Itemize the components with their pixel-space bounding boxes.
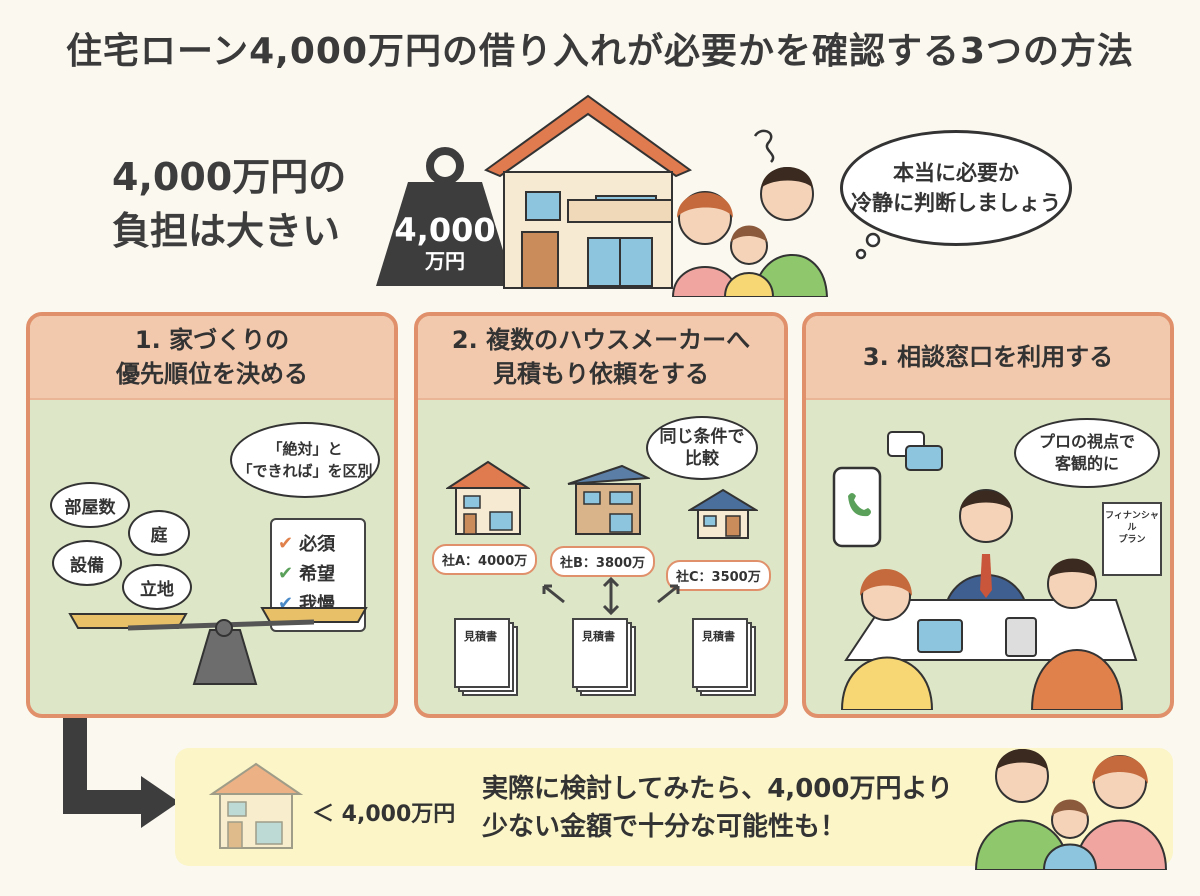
hero-speech-bubble: 本当に必要か 冷静に判断しましょう [840,130,1072,246]
estimates-thought-line2: 比較 [685,449,719,469]
consultation-scene-illustration [840,489,1138,710]
house-illustration [483,94,693,289]
page-title: 住宅ローン4,000万円の借り入れが必要かを確認する3つの方法 [65,31,1135,72]
weight-amount: 4,000 [394,211,496,249]
item-bubble-equipment: 設備 [52,540,122,586]
financial-plan-line1: フィナンシャル [1105,511,1159,533]
hero-speech-line1: 本当に必要か [893,161,1019,185]
panel-consultation-header: 3. 相談窓口を利用する [806,316,1170,400]
worried-family-illustration [671,129,829,297]
item-bubble-garden: 庭 [128,510,190,556]
faded-house-icon [208,762,304,849]
estimates-thought-bubble: 同じ条件で 比較 [646,416,758,480]
priorities-thought-bubble: 「絶対」と 「できれば」を区別 [230,422,380,498]
estimates-thought-line1: 同じ条件で [659,427,745,447]
hero-speech-line2: 冷静に判断しましょう [851,191,1061,215]
consultation-thought-bubble: プロの視点で 客観的に [1014,418,1160,488]
check-icon: ✔ [278,532,294,554]
consultation-thought-line2: 客観的に [1054,454,1119,473]
house-b-icon [567,464,650,535]
company-b-tag: 社B：3800万 [550,546,656,577]
priorities-thought-line2: 「できれば」を区別 [237,462,373,480]
hero-headline: 4,000万円の 負担は大きい [112,150,346,258]
panel-priorities-header: 1. 家づくりの 優先順位を決める [30,316,394,400]
balance-scale-icon [68,607,368,685]
checklist-item-required: ✔ 必須 [278,528,358,558]
weight-icon [376,147,514,286]
house-a-icon [446,460,530,535]
panel-priorities-title-line2: 優先順位を決める [116,360,308,388]
item-bubble-rooms: 部屋数 [50,482,130,528]
panel-priorities: 1. 家づくりの 優先順位を決める 「絶対」と 「できれば」を区別 部屋数 庭 … [26,312,398,718]
panel-estimates-header: 2. 複数のハウスメーカーへ 見積もり依頼をする [418,316,784,400]
panel-priorities-title-line1: 1. 家づくりの [134,326,290,354]
happy-family-illustration [974,749,1168,870]
estimate-document-label: 見積書 [464,630,497,643]
connector-arrow-icon [63,718,179,828]
financial-plan-document: フィナンシャル プラン [1102,502,1162,576]
priorities-thought-line1: 「絶対」と [267,440,343,458]
conclusion-text: 実際に検討してみたら、4,000万円より 少ない金額で十分な可能性も！ [482,770,953,846]
checklist-item-wish: ✔ 希望 [278,558,358,588]
company-c-tag: 社C：3500万 [666,560,771,591]
hero-headline-line1: 4,000万円の [112,155,347,199]
estimate-document-b: 見積書 [572,618,636,698]
check-icon: ✔ [278,562,294,584]
estimate-document-label: 見積書 [702,630,735,643]
compare-arrows-icon [542,576,680,616]
weight-unit: 万円 [425,249,465,273]
panel-consultation: 3. 相談窓口を利用する プロの視点で 客観的に フィナンシャル プラン [802,312,1174,718]
panel-estimates-title-line2: 見積もり依頼をする [492,360,709,388]
company-a-tag: 社A：4000万 [432,544,538,575]
phone-icon [832,466,882,548]
speech-tail-icon [855,232,881,260]
item-bubble-location: 立地 [122,564,192,610]
house-c-icon [688,488,758,539]
checklist-label: 必須 [299,534,336,555]
conclusion-amount: ＜ 4,000万円 [312,802,456,827]
conclusion-line2: 少ない金額で十分な可能性も！ [482,812,847,842]
estimate-document-a: 見積書 [454,618,518,698]
consultation-thought-line1: プロの視点で [1038,432,1135,451]
panel-estimates: 2. 複数のハウスメーカーへ 見積もり依頼をする 同じ条件で 比較 [414,312,788,718]
panel-estimates-title-line1: 2. 複数のハウスメーカーへ [451,326,751,354]
estimate-document-label: 見積書 [582,630,615,643]
estimate-document-c: 見積書 [692,618,756,698]
chat-icon [887,431,943,471]
checklist-label: 希望 [299,564,336,585]
hero-headline-line2: 負担は大きい [112,209,341,253]
panel-consultation-title: 3. 相談窓口を利用する [862,343,1114,371]
conclusion-line1: 実際に検討してみたら、4,000万円より [482,774,953,804]
financial-plan-line2: プラン [1118,535,1146,545]
